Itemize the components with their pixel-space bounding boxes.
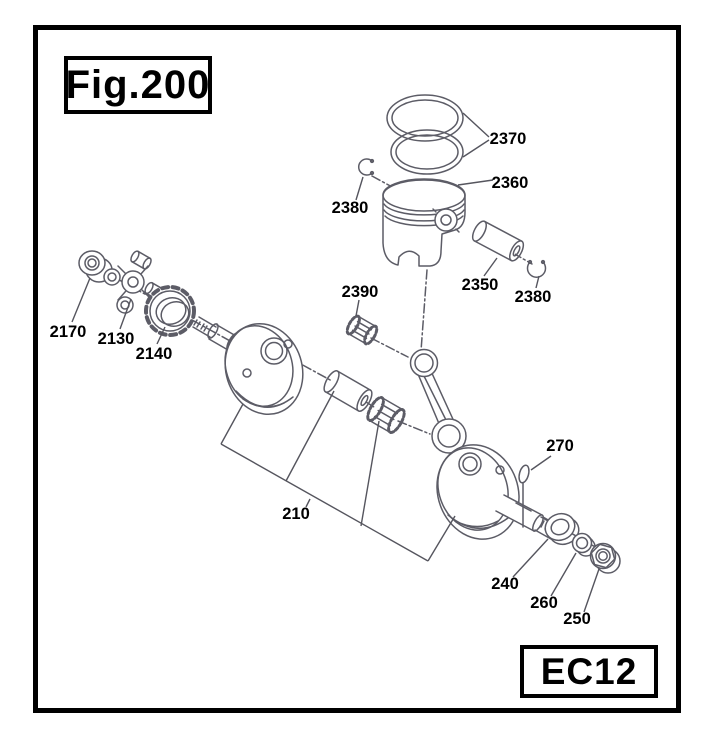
- figure-number-box: Fig.200: [64, 56, 212, 114]
- part-label-260: 260: [530, 594, 558, 612]
- leader-line-210-0: [305, 498, 311, 508]
- group-bracket-baseline-210: [220, 443, 429, 562]
- leader-line-2370-1: [462, 139, 490, 158]
- part-label-2390: 2390: [342, 283, 379, 301]
- group-bracket-branch-210-1: [285, 390, 335, 482]
- crankshaft-left-flywheel: [224, 322, 304, 416]
- leader-line-2170-0: [71, 277, 91, 323]
- part-label-250: 250: [563, 610, 591, 628]
- leader-line-250-0: [583, 568, 600, 613]
- part-label-2380: 2380: [515, 288, 552, 306]
- leader-line-2360-0: [457, 179, 494, 186]
- nut-right: [589, 542, 621, 574]
- leader-line-2350-0: [483, 257, 498, 277]
- centerlines: [102, 175, 612, 557]
- circlip-left: [357, 158, 375, 176]
- leader-line-2140-0: [156, 326, 166, 345]
- drive-gear: [144, 285, 196, 337]
- part-label-2370: 2370: [490, 130, 527, 148]
- leader-line-260-0: [550, 552, 577, 597]
- part-label-2130: 2130: [98, 330, 135, 348]
- group-bracket-branch-210-2: [360, 420, 380, 527]
- piston-pin: [471, 220, 525, 262]
- leader-line-2380-0: [355, 176, 364, 201]
- leader-line-2130-0: [119, 298, 132, 330]
- needle-bearing-bigend: [366, 395, 406, 435]
- part-label-2140: 2140: [136, 345, 173, 363]
- diagram-border: [33, 25, 681, 713]
- part-label-240: 240: [491, 575, 519, 593]
- piston-ring-lower: [390, 129, 464, 175]
- leader-line-2390-0: [355, 299, 360, 317]
- part-label-210: 210: [282, 505, 310, 523]
- leader-line-2380-0: [535, 275, 540, 289]
- part-label-270: 270: [546, 437, 574, 455]
- group-bracket-branch-210-3: [427, 515, 456, 562]
- model-code-box: EC12: [520, 645, 658, 698]
- needle-bearing-small: [345, 314, 379, 346]
- piston-ring-upper: [386, 94, 464, 142]
- circlip-right: [526, 259, 547, 278]
- part-label-2350: 2350: [462, 276, 499, 294]
- crank-pin: [323, 370, 373, 412]
- part-label-2380: 2380: [332, 199, 369, 217]
- leader-line-270-0: [530, 455, 552, 471]
- leader-line-240-0: [512, 538, 549, 578]
- leader-line-2370-0: [462, 112, 490, 138]
- part-label-2360: 2360: [492, 174, 529, 192]
- part-label-2170: 2170: [50, 323, 87, 341]
- connecting-rod: [409, 348, 467, 454]
- washer: [544, 512, 580, 546]
- model-code-label: EC12: [540, 650, 638, 692]
- piston: [382, 178, 466, 267]
- crankshaft-right-flywheel: [436, 444, 520, 540]
- group-bracket-branch-210-0: [220, 403, 244, 445]
- woodruff-key: [518, 464, 530, 528]
- figure-number-label: Fig.200: [65, 62, 211, 107]
